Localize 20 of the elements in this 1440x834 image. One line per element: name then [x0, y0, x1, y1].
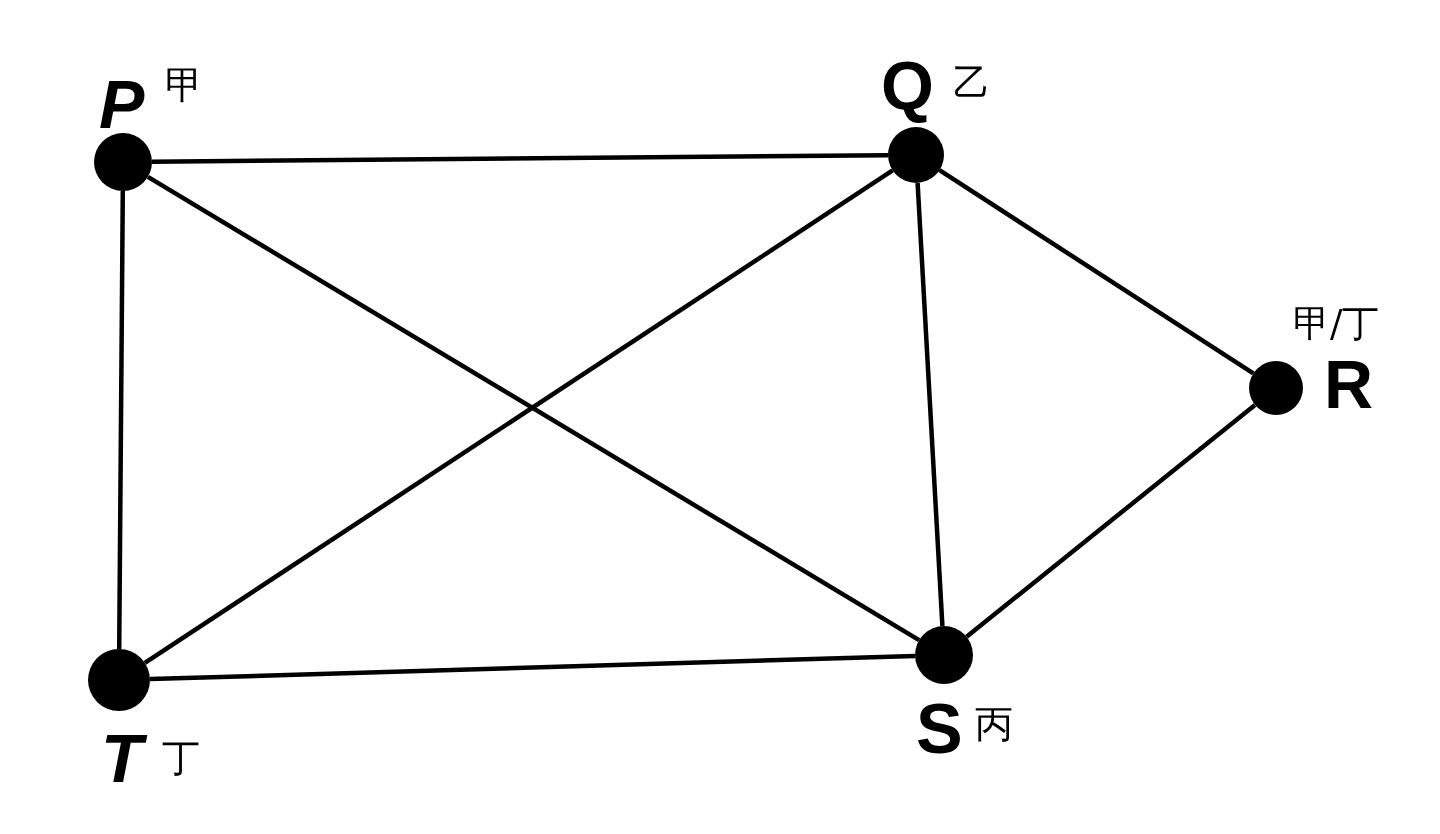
- vertex-label: 乙: [953, 64, 990, 101]
- vertex-letter: T: [97, 724, 153, 792]
- vertex-label: 丙: [975, 705, 1013, 743]
- vertex-dot: [1249, 361, 1303, 415]
- vertex-dot: [88, 649, 150, 711]
- vertex-label: 甲/丁: [1293, 305, 1380, 342]
- vertex-label: 甲: [165, 66, 203, 104]
- edge-line: [151, 152, 889, 164]
- edge-line: [116, 191, 126, 649]
- vertex-dot: [915, 626, 973, 684]
- vertex-letter: S: [916, 694, 963, 764]
- edge-line: [149, 653, 916, 682]
- vertex-letter: R: [1324, 350, 1374, 418]
- vertex-dot: [94, 133, 152, 191]
- edge-line: [938, 168, 1255, 376]
- vertex-dot: [888, 127, 944, 183]
- edge-line: [965, 403, 1257, 639]
- edge-line: [915, 182, 945, 627]
- vertex-letter: P: [98, 70, 146, 138]
- vertex-label: 丁: [162, 739, 200, 777]
